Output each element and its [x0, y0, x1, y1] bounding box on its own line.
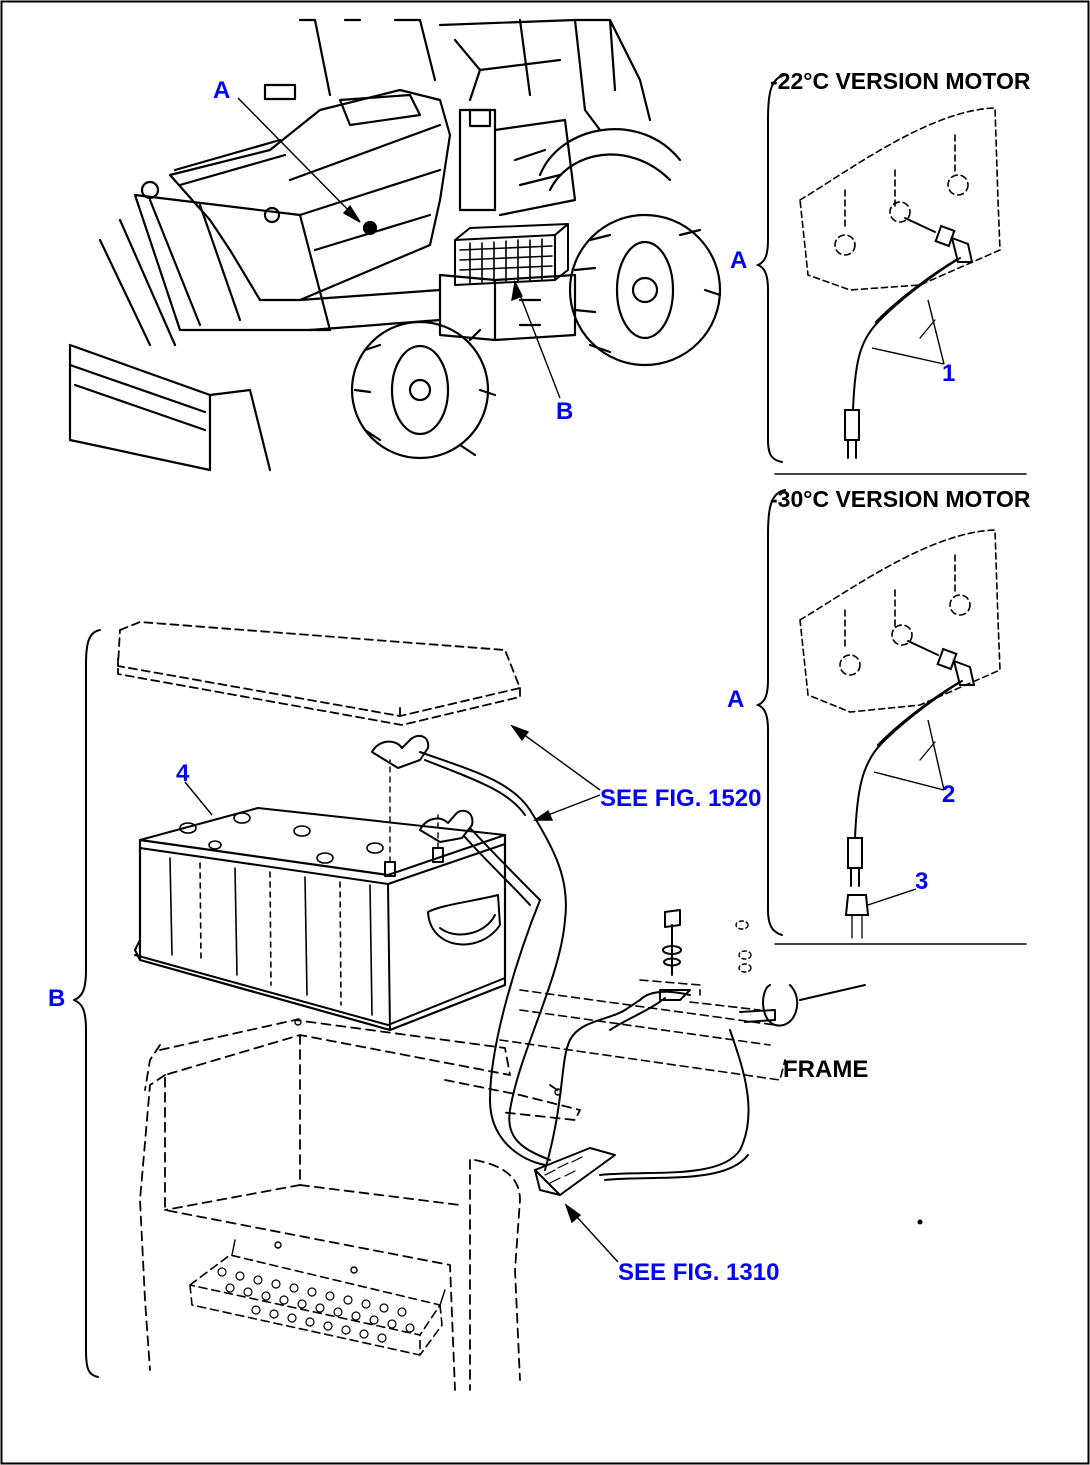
- callout-a-22c: A: [730, 247, 748, 274]
- label-frame: FRAME: [783, 1056, 869, 1083]
- callout-item-4: 4: [176, 760, 190, 787]
- callout-b-detail: B: [48, 985, 66, 1012]
- detail-b-leaders: [184, 724, 619, 1263]
- header-22c-version: -22°C VERSION MOTOR: [770, 68, 1031, 94]
- detail-a-22c: [755, 74, 1027, 475]
- detail-a-30c: [755, 489, 1027, 945]
- callout-item-3: 3: [915, 868, 929, 895]
- callout-item-1: 1: [942, 360, 956, 387]
- detail-a-22c-leaders: [871, 299, 945, 365]
- callout-b-overview: B: [556, 398, 574, 425]
- header-30c-version: -30°C VERSION MOTOR: [770, 486, 1031, 512]
- reference-fig-1310[interactable]: SEE FIG. 1310: [618, 1259, 780, 1286]
- detail-a-30c-leaders: [867, 719, 945, 906]
- reference-fig-1520[interactable]: SEE FIG. 1520: [600, 785, 762, 812]
- detail-b-battery: [73, 621, 923, 1391]
- callout-a-overview: A: [213, 77, 231, 104]
- callout-item-2: 2: [942, 781, 956, 808]
- overview-leaders: [237, 97, 561, 399]
- callout-a-30c: A: [727, 686, 745, 713]
- machine-overview: [68, 18, 722, 472]
